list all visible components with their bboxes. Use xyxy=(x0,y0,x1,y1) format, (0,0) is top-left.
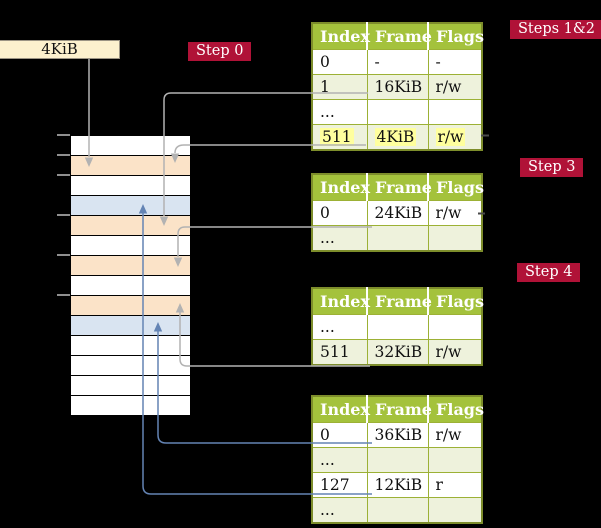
table-row: ... xyxy=(312,99,482,125)
column-header: Flags xyxy=(428,288,484,315)
table-cell xyxy=(367,99,429,125)
memory-frame-row-white xyxy=(71,175,190,195)
step-3-badge: Step 3 xyxy=(520,158,584,177)
table-cell xyxy=(428,497,482,523)
memory-frame-row-white xyxy=(71,335,190,355)
table-cell xyxy=(367,447,429,473)
memory-frame-row-white xyxy=(71,355,190,375)
column-header: Frame xyxy=(367,174,432,201)
table-cell: 1 xyxy=(312,74,368,100)
table-row: ... xyxy=(312,314,482,340)
highlighted-value: r/w xyxy=(435,128,466,146)
table-row: 0-- xyxy=(312,49,482,75)
table-cell: 24KiB xyxy=(367,200,429,226)
table-cell: 0 xyxy=(312,49,368,75)
table-cell: r/w xyxy=(428,124,482,150)
table-cell xyxy=(428,99,482,125)
highlighted-value: 4KiB xyxy=(374,128,417,146)
step-0-badge: Step 0 xyxy=(188,42,252,61)
memory-frame-row-orange xyxy=(71,215,190,235)
column-header: Frame xyxy=(367,288,432,315)
page-size-box: 4KiB xyxy=(0,40,120,59)
table-row: ... xyxy=(312,447,482,473)
table-cell xyxy=(428,447,482,473)
column-header: Index xyxy=(312,174,370,201)
table-cell: - xyxy=(367,49,429,75)
table-cell: - xyxy=(428,49,482,75)
column-header: Flags xyxy=(428,174,484,201)
memory-frame-row-blue xyxy=(71,195,190,215)
table-cell xyxy=(428,314,482,340)
memory-tick xyxy=(57,254,70,256)
column-header: Index xyxy=(312,288,370,315)
memory-frame-row-orange xyxy=(71,255,190,275)
table-cell: ... xyxy=(312,314,368,340)
memory-column xyxy=(70,135,191,416)
table-cell: ... xyxy=(312,99,368,125)
table-cell: ... xyxy=(312,225,368,251)
column-header: Index xyxy=(312,23,370,50)
table-cell: 511 xyxy=(312,124,368,150)
table-cell xyxy=(428,225,482,251)
memory-frame-row-white xyxy=(71,136,190,155)
column-header: Frame xyxy=(367,396,432,423)
table-cell: 4KiB xyxy=(367,124,429,150)
table-cell xyxy=(367,225,429,251)
memory-frame-row-white xyxy=(71,235,190,255)
column-header: Flags xyxy=(428,396,484,423)
step-4-badge: Step 4 xyxy=(517,263,581,282)
memory-frame-row-orange xyxy=(71,295,190,315)
memory-tick xyxy=(57,154,70,156)
table-cell xyxy=(367,497,429,523)
memory-tick xyxy=(57,294,70,296)
memory-frame-row-white xyxy=(71,395,190,415)
table-cell: r/w xyxy=(428,74,482,100)
table-cell: 127 xyxy=(312,472,368,498)
table-row: ... xyxy=(312,225,482,251)
memory-frame-row-white xyxy=(71,275,190,295)
memory-frame-row-orange xyxy=(71,155,190,175)
table-cell: 0 xyxy=(312,200,368,226)
column-header: Index xyxy=(312,396,370,423)
table-cell: ... xyxy=(312,497,368,523)
table-cell: r xyxy=(428,472,482,498)
table-cell: 0 xyxy=(312,422,368,448)
memory-frame-row-blue xyxy=(71,315,190,335)
table-row: ... xyxy=(312,497,482,523)
table-cell xyxy=(367,314,429,340)
highlighted-value: 511 xyxy=(320,128,354,146)
table-cell: ... xyxy=(312,447,368,473)
table-cell: 36KiB xyxy=(367,422,429,448)
memory-tick xyxy=(57,214,70,216)
table-row: 511 4KiB r/w xyxy=(312,124,482,150)
memory-tick xyxy=(57,174,70,176)
table-cell: r/w xyxy=(428,339,482,365)
table-cell: 32KiB xyxy=(367,339,429,365)
memory-tick xyxy=(57,134,70,136)
column-header: Flags xyxy=(428,23,484,50)
table-cell: r/w xyxy=(428,422,482,448)
table-cell: 12KiB xyxy=(367,472,429,498)
column-header: Frame xyxy=(367,23,432,50)
memory-frame-row-white xyxy=(71,375,190,395)
steps-1-2-badge: Steps 1&2 xyxy=(510,20,601,39)
page-size-label: 4KiB xyxy=(41,40,78,58)
table-cell: r/w xyxy=(428,200,482,226)
table-cell: 511 xyxy=(312,339,368,365)
table-cell: 16KiB xyxy=(367,74,429,100)
